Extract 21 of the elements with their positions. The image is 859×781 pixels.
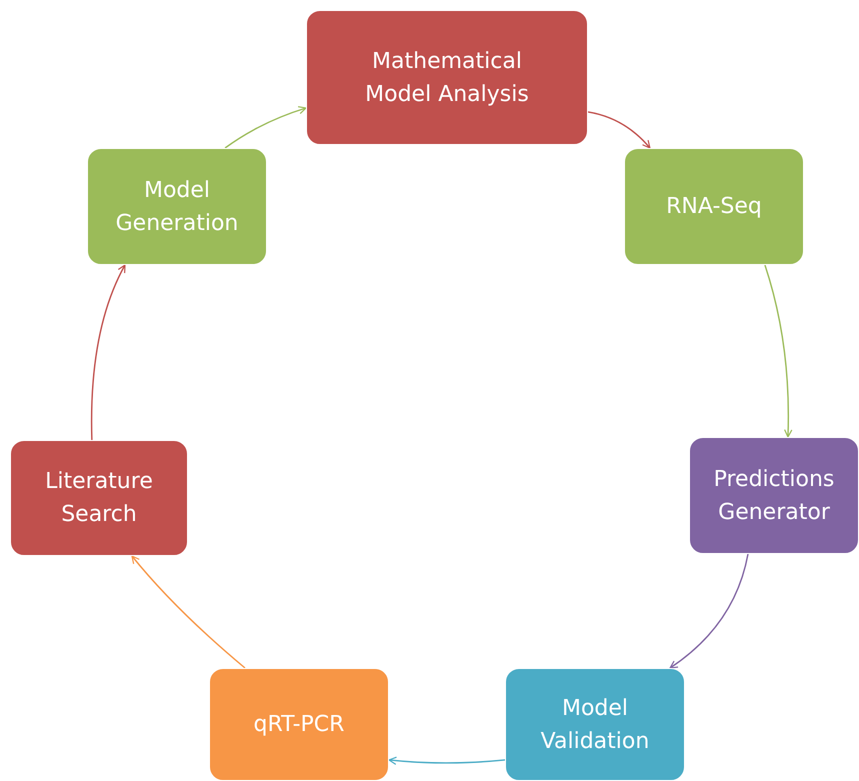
- process-box: [689, 437, 859, 554]
- box-label: Literature Search: [44, 468, 154, 529]
- arrow: [669, 554, 749, 669]
- arrow: [588, 111, 650, 149]
- arrow: [224, 106, 307, 149]
- box-label: qRT-PCR: [254, 711, 344, 739]
- box-label: RNA-Seq: [666, 193, 762, 221]
- process-box: [10, 440, 188, 556]
- arrow: [131, 555, 246, 669]
- arrow: [388, 756, 506, 765]
- process-box: [209, 668, 389, 781]
- process-box: [87, 148, 267, 265]
- box-label: Model Generation: [114, 176, 240, 238]
- process-box: [624, 148, 804, 265]
- box-label: Model Validation: [540, 694, 650, 756]
- process-box: [505, 668, 685, 781]
- box-label: Predictions Generator: [712, 466, 836, 526]
- process-box: [306, 10, 588, 145]
- box-label: Mathematical Model Analysis: [364, 48, 530, 108]
- arrow: [90, 264, 126, 440]
- arrow: [764, 264, 792, 438]
